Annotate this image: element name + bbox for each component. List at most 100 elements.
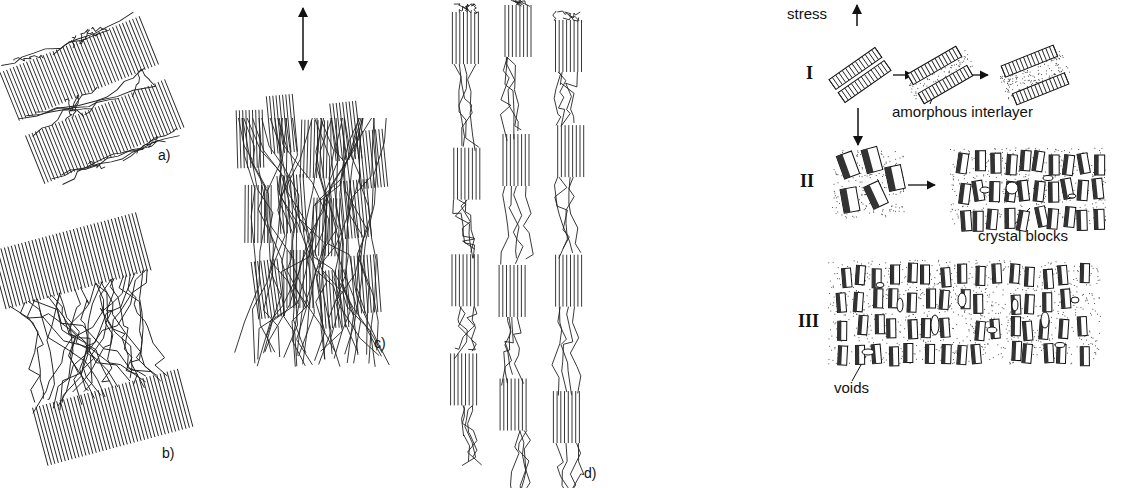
block-side [975, 321, 980, 340]
block-side [840, 188, 850, 213]
block-side [858, 315, 863, 334]
tie-molecule [30, 270, 174, 406]
block-side [959, 183, 965, 203]
fibril-block [499, 265, 525, 317]
tie-molecule [259, 118, 280, 357]
block-side [1064, 207, 1070, 227]
tie-molecule [267, 118, 298, 352]
block-side [1011, 317, 1015, 336]
block-side [1061, 179, 1069, 199]
block-outline [1022, 321, 1033, 341]
crystal-block [875, 315, 884, 334]
tie-molecule [77, 30, 93, 45]
step-arrow [857, 108, 859, 145]
block-outline [1022, 344, 1033, 364]
block-side [991, 153, 995, 173]
tie-molecule [459, 64, 475, 151]
tie-molecule [462, 405, 476, 465]
crystal-block [840, 187, 860, 213]
lamella-stems [838, 61, 891, 103]
tie-molecule [28, 288, 105, 409]
block-side [1080, 347, 1084, 366]
tie-molecule [505, 317, 513, 375]
block-outline [853, 292, 863, 312]
block-side [1044, 344, 1049, 363]
block-side [958, 264, 962, 283]
crystal-block [958, 264, 967, 283]
block-side [975, 151, 979, 171]
block-side [838, 321, 842, 340]
crystal-block [927, 289, 936, 308]
lamella-outline [1012, 73, 1068, 105]
block-outline [1077, 210, 1088, 230]
block-side [856, 345, 860, 364]
block-side [1058, 266, 1063, 285]
tie-molecule [468, 405, 477, 457]
block-side [989, 182, 994, 202]
block-outline [958, 264, 967, 283]
block-side [889, 289, 893, 308]
block-outline [1062, 155, 1074, 176]
lamella-pair [902, 43, 978, 106]
block-side [1017, 181, 1023, 201]
block-outline [1032, 151, 1045, 172]
figure-label: voids [834, 380, 869, 397]
fragmented-stack [235, 94, 390, 367]
lamellar-stack [0, 212, 193, 466]
crystal-block [1059, 319, 1069, 339]
block-outline [976, 266, 985, 285]
lamella-stems [505, 5, 531, 57]
tie-molecule [10, 277, 146, 411]
fibril-block [553, 391, 579, 443]
crystal-block [1035, 206, 1049, 228]
block-side [1049, 155, 1053, 175]
block-side [891, 265, 895, 284]
crystal-block [891, 265, 900, 284]
block-side [957, 345, 962, 364]
tie-molecule [257, 118, 361, 366]
void [987, 327, 997, 333]
block-outline [1077, 153, 1090, 174]
block-side [921, 319, 925, 338]
tie-molecule [49, 12, 137, 55]
block-outline [836, 151, 859, 179]
crystal-block [991, 153, 1001, 173]
block-side [1006, 154, 1011, 174]
block-side [1032, 151, 1039, 171]
fibril-block [454, 148, 480, 200]
crystal-block [992, 264, 1002, 283]
tie-molecule [264, 118, 363, 353]
tie-molecule [511, 431, 521, 488]
block-outline [940, 318, 950, 338]
lamella-block [300, 120, 328, 179]
crystal-block [889, 347, 898, 366]
block-outline [875, 315, 884, 334]
block-side [1077, 210, 1082, 230]
lamella-stems [32, 369, 192, 466]
block-side [927, 289, 931, 308]
figure-label: c) [374, 336, 386, 351]
block-side [838, 346, 843, 365]
crystal-block [1012, 341, 1022, 360]
lamella-block [245, 185, 271, 243]
block-side [1047, 209, 1053, 229]
block-side [972, 181, 979, 201]
tie-molecule [58, 279, 139, 392]
block-outline [921, 319, 930, 338]
crystal-block [908, 320, 918, 339]
block-outline [992, 264, 1002, 283]
crystal-block [1006, 154, 1017, 175]
void [1006, 182, 1018, 194]
tie-molecule [109, 271, 172, 390]
block-side [1080, 264, 1084, 283]
block-outline [959, 183, 971, 204]
lamella-stems [452, 254, 478, 306]
crystal-block [1032, 151, 1045, 172]
block-outline [908, 320, 918, 339]
block-side [961, 211, 966, 231]
lamella-stems [556, 255, 582, 307]
void [1043, 176, 1053, 181]
tie-molecule [242, 118, 335, 351]
block-side [875, 315, 879, 334]
